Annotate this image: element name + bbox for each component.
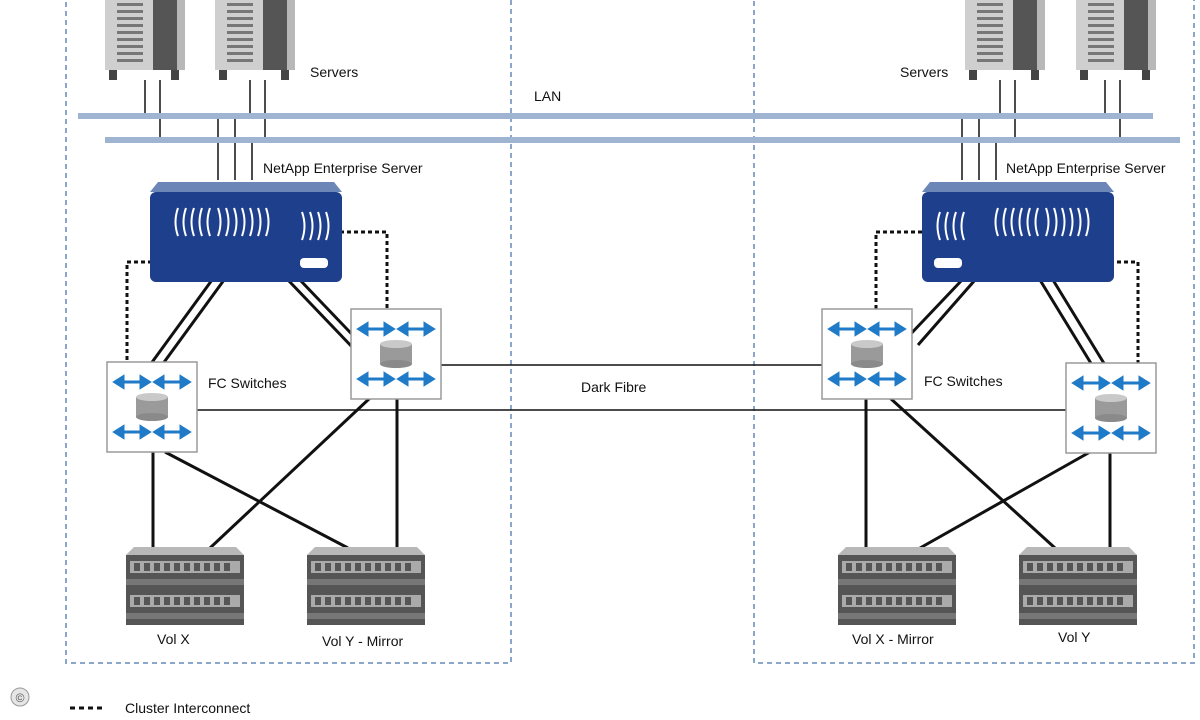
lan-bus-lower <box>105 137 1180 143</box>
fc-switch-icon <box>105 360 199 454</box>
server-icon <box>1076 0 1156 80</box>
servers-label-left: Servers <box>310 64 359 80</box>
fc-switches-label-left: FC Switches <box>208 375 287 391</box>
fc-switch-icon <box>820 307 914 401</box>
disk-shelf-icon <box>307 547 425 625</box>
fc-switch-icon <box>349 307 443 401</box>
disk-shelf-icon <box>838 547 956 625</box>
netapp-appliance-icon <box>150 182 342 282</box>
servers-label-right: Servers <box>900 64 949 80</box>
server-icon <box>965 0 1045 80</box>
vol-y-label: Vol Y <box>1058 629 1091 645</box>
dark-fibre-label: Dark Fibre <box>581 379 647 395</box>
server-links <box>144 80 1121 180</box>
fc-switches-label-right: FC Switches <box>924 373 1003 389</box>
server-icon <box>215 0 295 80</box>
enterprise-server-label-right: NetApp Enterprise Server <box>1006 160 1166 176</box>
disk-shelf-icon <box>1019 547 1137 625</box>
netapp-appliance-icon <box>922 182 1114 282</box>
vol-x-label: Vol X <box>157 631 190 647</box>
server-icon <box>105 0 185 80</box>
dark-fibre-links <box>196 364 1066 411</box>
site-boundary-left <box>65 0 512 664</box>
cluster-interconnect-links <box>125 230 1140 365</box>
disk-shelf-icon <box>126 547 244 625</box>
lan-bus-upper <box>78 113 1153 119</box>
legend-cluster-interconnect-label: Cluster Interconnect <box>125 700 251 716</box>
copyright-badge <box>10 687 30 707</box>
vol-x-mirror-label: Vol X - Mirror <box>852 631 934 647</box>
fc-switch-icon <box>1064 361 1158 455</box>
vol-y-mirror-label: Vol Y - Mirror <box>322 633 404 649</box>
enterprise-server-label-left: NetApp Enterprise Server <box>263 160 423 176</box>
site-boundary-right <box>753 0 1195 664</box>
fc-links <box>148 278 1112 550</box>
copyright-icon: © <box>16 691 25 705</box>
lan-label: LAN <box>534 88 562 104</box>
